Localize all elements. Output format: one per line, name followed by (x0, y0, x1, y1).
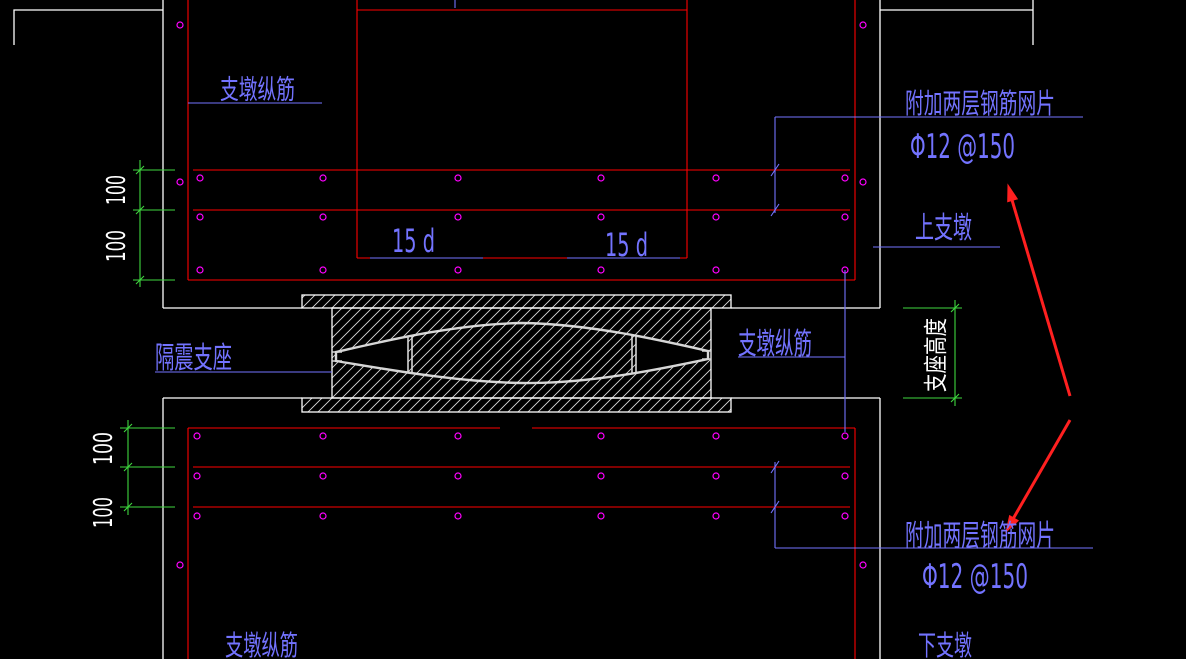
rebar-dot (597, 512, 605, 520)
lower-dim-tick-1 (123, 423, 133, 433)
lower-pier-label: 下支墩 (918, 629, 972, 659)
rebar-dot (712, 266, 720, 274)
rebar-dot (859, 561, 867, 569)
dev-length-left-label: 15 d (392, 222, 435, 260)
bearing-bottom-plate (301, 397, 732, 413)
upper-mesh-tick-2 (770, 203, 780, 217)
lower-dim-tick-3 (123, 502, 133, 512)
isolation-bearing-label: 隔震支座 (155, 341, 232, 376)
lens-right-tip (702, 350, 711, 360)
rebar-dot (454, 266, 462, 274)
rebar-dot (841, 432, 849, 440)
rebar-dot (176, 21, 184, 29)
rebar-dot (454, 472, 462, 480)
arrow-up-head (1007, 183, 1019, 203)
rebar-dot (196, 266, 204, 274)
arrow-down-head (1005, 514, 1020, 534)
bearing-top-plate (301, 294, 732, 309)
rebar-dot (193, 512, 201, 520)
rebar-dot (319, 174, 327, 182)
annotation-leaders (155, 0, 1093, 549)
rebar-dot (193, 472, 201, 480)
rebar-dot (193, 432, 201, 440)
middle-pier-rebar-label: 支墩纵筋 (738, 327, 812, 362)
rebar-dot (597, 472, 605, 480)
lead-core-fill (408, 323, 636, 384)
lower-spacing-2-label: 100 (89, 497, 119, 528)
dimension-lines (120, 160, 962, 515)
isolation-bearing (301, 294, 732, 413)
upper-spacing-2-label: 100 (102, 230, 132, 262)
bearing-height-tick-top (950, 303, 960, 313)
rebar-dot (176, 561, 184, 569)
rebar-dot (319, 472, 327, 480)
upper-dim-tick-3 (135, 275, 145, 285)
rebar-dot (712, 174, 720, 182)
rebar-dot (712, 472, 720, 480)
rebar-dot (712, 213, 720, 221)
rebar-dot (454, 213, 462, 221)
rebar-dot (841, 213, 849, 221)
rebar-dot (597, 432, 605, 440)
rebar-dot (841, 174, 849, 182)
rebar-dot (319, 213, 327, 221)
markup-arrows (1005, 183, 1072, 534)
rebar-dot (319, 512, 327, 520)
lower-mesh-tick-2 (770, 500, 780, 514)
rebar-dot (597, 174, 605, 182)
arrow-up-line (1010, 199, 1072, 397)
rebar-dot (859, 178, 867, 186)
bearing-height-label: 支座高度 (922, 318, 950, 392)
upper-mesh-tick-1 (770, 163, 780, 177)
text-labels: 支墩纵筋 附加两层钢筋网片 Φ12 @150 上支墩 15 d 15 d 隔震支… (89, 75, 1055, 659)
upper-mesh-title: 附加两层钢筋网片 (905, 87, 1055, 120)
rebar-dot (319, 432, 327, 440)
rebar-dot (196, 174, 204, 182)
rebar-dot (841, 472, 849, 480)
lower-spacing-1-label: 100 (89, 432, 119, 465)
upper-mesh-spec: Φ12 @150 (910, 127, 1015, 167)
rebar-dot (859, 21, 867, 29)
lower-dim-tick-2 (123, 462, 133, 472)
upper-dim-tick-2 (135, 205, 145, 215)
upper-pier-rebar-label: 支墩纵筋 (220, 75, 295, 106)
upper-pier-label: 上支墩 (915, 211, 972, 246)
upper-spacing-1-label: 100 (102, 175, 132, 205)
pier-outlines (13, 0, 1034, 659)
rebar-dot (712, 512, 720, 520)
rebar-dots (176, 21, 867, 569)
rebar-dot (319, 266, 327, 274)
rebar-dot (597, 213, 605, 221)
lower-mesh-title: 附加两层钢筋网片 (905, 519, 1055, 554)
rebar-dot (176, 178, 184, 186)
rebar-dot (454, 174, 462, 182)
lower-mesh-spec: Φ12 @150 (922, 557, 1028, 597)
rebar-lines (187, 0, 856, 659)
rebar-dot (597, 266, 605, 274)
upper-dim-tick-1 (135, 165, 145, 175)
left-slab-edge (13, 9, 163, 45)
rebar-dot (454, 512, 462, 520)
lower-mesh-tick-1 (770, 460, 780, 474)
lens-left-tip (332, 351, 342, 362)
bearing-height-tick-bottom (950, 393, 960, 403)
rebar-dot (196, 213, 204, 221)
rebar-dot (841, 512, 849, 520)
rebar-dot (712, 432, 720, 440)
lower-pier-rebar-label: 支墩纵筋 (225, 629, 298, 659)
arrow-down-line (1011, 419, 1072, 520)
rebar-dot (454, 432, 462, 440)
dev-length-right-label: 15 d (605, 226, 648, 264)
